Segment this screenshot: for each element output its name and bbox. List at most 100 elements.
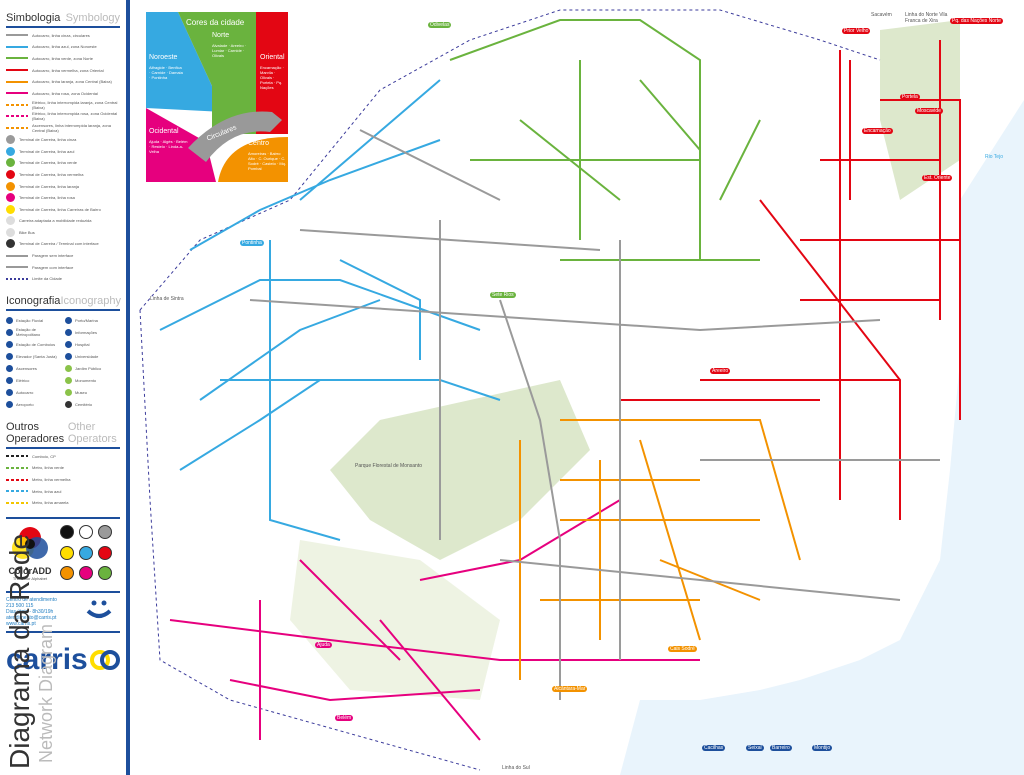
stop-portela[interactable]: Portela [900,94,920,100]
stop-encarnacao[interactable]: Encarnação [862,128,893,134]
iconography-icon [65,352,72,360]
symbology-swatch [6,239,15,249]
iconography-icon [65,328,72,336]
iconography-item: Museu [65,387,120,397]
symbology-swatch [6,135,15,145]
contact-website[interactable]: www.carris.pt [6,621,36,628]
coloradd-color [98,545,112,560]
symbology-swatch [6,254,28,257]
symbology-swatch [6,227,15,237]
stop-belem[interactable]: Belém [335,715,354,721]
ferry-seixal[interactable]: Seixal [746,745,764,751]
operator-item: Comboio, CP [6,452,120,461]
symbology-item: Autocarro, linha vermelha, zona Oriental [6,66,120,75]
stop-alcantara[interactable]: Alcântara-Mar [552,686,588,692]
iconography-item: Monumento [65,375,120,385]
symbology-swatch [6,158,15,168]
label-monsanto: Parque Florestal de Monsanto [355,463,422,469]
stop-pontinha[interactable]: Pontinha [240,240,264,246]
symbology-label: Autocarro, linha vermelha, zona Oriental [32,67,104,73]
symbology-swatch [6,57,28,60]
stop-oriente[interactable]: Est. Oriente [922,175,953,181]
stop-moscavide[interactable]: Moscavide [915,108,943,114]
symbology-item: Terminal de Carreira, linha rosa [6,193,120,203]
symbology-swatch [6,216,15,226]
symbology-swatch [6,103,28,106]
iconography-icon [6,340,13,348]
symbology-label: Autocarro, linha azul, zona Noroeste [32,44,97,50]
stop-odivelas[interactable]: Odivelas [428,22,452,28]
label-sacavem: Sacavém [871,12,892,18]
stop-areeiro[interactable]: Areeiro [710,368,731,374]
symbology-item: Terminal de Carreira, linha verde [6,158,120,168]
symbology-item: Terminal de Carreira, linha laranja [6,181,120,191]
monsanto-park [330,380,590,560]
coloradd-logo-icon [12,527,48,560]
label-linha-norte: Linha do Norte Vila Franca de Xira [905,12,948,24]
iconography-item: Aeroporto [6,399,61,409]
operator-swatch [6,490,28,493]
iconography-item: Elétrico [6,375,61,385]
symbology-swatch [6,146,15,156]
symbology-item: Ascensores, linha interrompida laranja, … [6,123,120,134]
symbology-swatch [6,45,28,48]
symbology-label: Bike Bus [19,229,35,235]
ajuda-park [290,540,500,700]
iconography-item: Informações [65,327,120,337]
symbology-item: Limite da Cidade [6,274,120,283]
phone-smile-icon [86,600,112,619]
ferry-barreiro[interactable]: Barreiro [770,745,792,751]
symbology-label: Ascensores, linha interrompida laranja, … [32,123,111,134]
iconography-item: Hospital [65,339,120,349]
symbology-item: Elétrico, linha interrompida laranja, zo… [6,100,120,110]
iconography-icon [6,352,13,360]
symbology-label: Terminal de Carreira, linha cinza [19,137,77,143]
ferry-cacilhas[interactable]: Cacilhas [702,745,726,751]
symbology-swatch [6,92,28,95]
symbology-item: Bike Bus [6,227,120,237]
symbology-swatch [6,193,15,203]
ferry-montijo[interactable]: Montijo [812,745,833,751]
symbology-item: Autocarro, linha verde, zona Norte [6,54,120,63]
iconography-item: Jardim Público [65,363,120,373]
symbology-label: Paragem sem interface [32,253,74,259]
label-linha-sul: Linha do Sul [502,765,530,771]
symbology-item: Autocarro, linha cinza, circulares [6,31,120,40]
stop-pq-nacoes[interactable]: Pq. das Nações Norte [950,18,1003,24]
symbology-label: Terminal de Carreira, linha laranja [19,183,80,189]
iconography-item: Ascensores [6,363,61,373]
coloradd-color [98,525,112,540]
bus-lines [159,19,961,741]
iconography-icon [6,400,13,408]
symbology-item: Elétrico, linha interrompida rosa, zona … [6,111,120,121]
stop-sete-rios[interactable]: Sete Rios [490,292,516,298]
coloradd-color [79,545,93,560]
stop-cais-sodre[interactable]: Cais Sodré [668,646,697,652]
iconography-icon [65,400,72,408]
carris-logo: carris [6,643,120,677]
operator-item: Metro, linha vermelha [6,475,120,484]
symbology-swatch [6,204,15,214]
symbology-label: Terminal de Carreira, linha verde [19,160,78,166]
iconography-icon [65,316,72,324]
symbology-label: Terminal de Carreira, linha azul [19,148,75,154]
symbology-item: Autocarro, linha rosa, zona Ocidental [6,89,120,98]
stop-prior-velho[interactable]: Prior Velho [842,28,871,34]
operator-item: Metro, linha azul [6,487,120,496]
label-rio-tejo: Rio Tejo [985,154,1003,160]
symbology-item: Terminal de Carreira, linha azul [6,146,120,156]
iconography-item: Universidade [65,351,120,361]
stop-ajuda[interactable]: Ajuda [315,642,332,648]
symbology-item: Paragem sem interface [6,251,120,260]
iconography-icon [65,388,72,396]
symbology-item: Paragem com interface [6,263,120,272]
contact-email[interactable]: atendimento@carris.pt [6,615,57,622]
